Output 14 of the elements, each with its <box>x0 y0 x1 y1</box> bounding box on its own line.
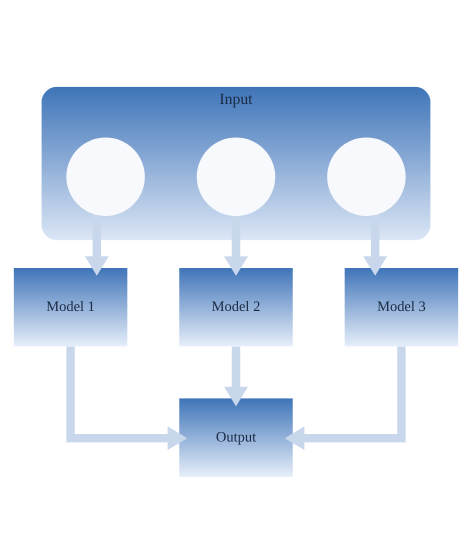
arrow <box>284 346 406 450</box>
node-box: Model 1 <box>13 267 127 346</box>
arrow <box>224 346 248 406</box>
node-circle <box>326 137 406 216</box>
arrow <box>66 346 187 450</box>
arrow <box>84 214 108 276</box>
arrow <box>224 216 248 276</box>
node-circle <box>66 137 144 216</box>
arrow <box>362 214 387 276</box>
node-box: Model 3 <box>344 267 458 346</box>
node-box: Output <box>178 398 292 476</box>
node-circle <box>196 137 275 216</box>
cluster: Input <box>41 86 430 240</box>
node-box: Model 2 <box>178 267 292 346</box>
